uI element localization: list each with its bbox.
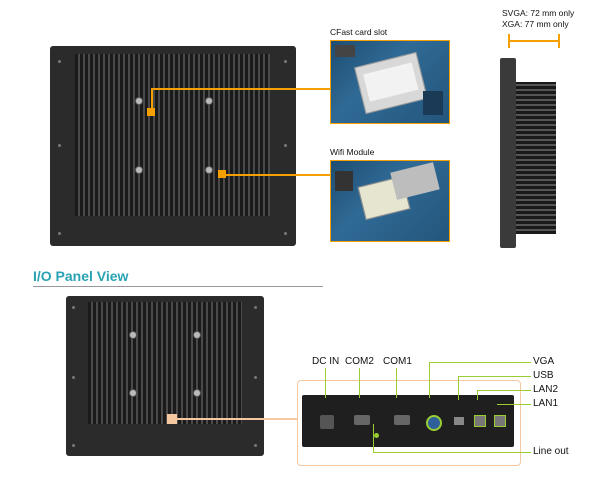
rear-panel-bottom [66, 296, 264, 456]
usb-port [454, 417, 464, 425]
screw [194, 390, 200, 396]
lan2-label: LAN2 [533, 384, 559, 395]
svga-dimension: SVGA: 72 mm only [502, 8, 575, 18]
screw [130, 332, 136, 338]
vga-port [426, 415, 442, 431]
rear-panel-top [50, 46, 296, 246]
wifi-label: Wifi Module [330, 147, 375, 157]
io-panel-strip [302, 395, 514, 447]
page-title: I/O Panel View [33, 268, 129, 284]
screw [206, 167, 212, 173]
wifi-module-photo [330, 160, 450, 242]
screw [136, 98, 142, 104]
screw [206, 98, 212, 104]
heatsink-fins [75, 54, 270, 216]
com2-label: COM2 [345, 356, 374, 367]
lan1-port [494, 415, 506, 427]
heatsink-fins [88, 302, 242, 424]
screw [130, 390, 136, 396]
lan1-label: LAN1 [533, 398, 559, 409]
cfast-label: CFast card slot [330, 27, 388, 37]
usb-label: USB [533, 370, 554, 381]
lan2-port [474, 415, 486, 427]
wifi-marker [218, 170, 226, 178]
dc-in-port [320, 415, 334, 429]
vga-label: VGA [533, 356, 555, 367]
title-underline [33, 286, 323, 287]
xga-dimension: XGA: 77 mm only [502, 19, 569, 29]
com1-label: COM1 [383, 356, 412, 367]
com2-port [354, 415, 370, 425]
line-out-port [374, 433, 379, 438]
dimension-arrow [508, 34, 560, 48]
cfast-marker [147, 108, 155, 116]
line-out-label: Line out [533, 446, 569, 457]
com1-port [394, 415, 410, 425]
screw [136, 167, 142, 173]
screw [194, 332, 200, 338]
cfast-card-photo [330, 40, 450, 124]
io-marker [167, 414, 177, 424]
io-panel-zoom [297, 380, 521, 466]
side-view [500, 58, 558, 248]
dc-in-label: DC IN [312, 356, 340, 367]
